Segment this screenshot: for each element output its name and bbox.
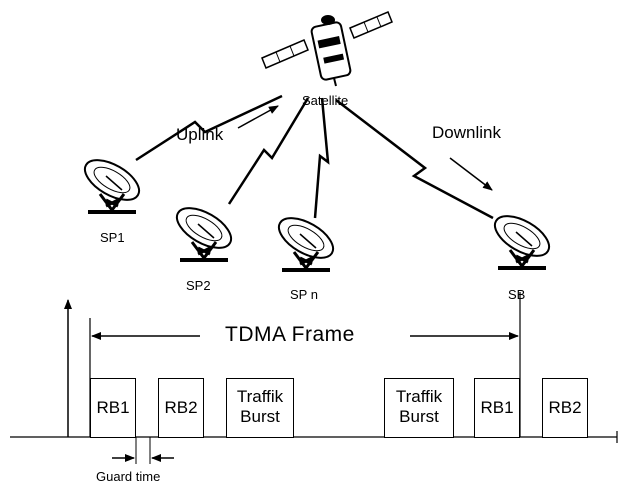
burst-label-line2: Burst [240,407,280,426]
burst-box-rb1-first: RB1 [90,378,136,438]
burst-box-traffic-second: Traffik Burst [384,378,454,438]
burst-label-line2: Burst [399,407,439,426]
dish-antenna-sp2 [175,207,233,262]
burst-label: RB2 [164,398,198,417]
burst-label: RB1 [480,398,514,417]
uplink-bolt-sp1 [135,94,283,162]
downlink-label: Downlink [432,123,501,142]
uplink-arrow [237,105,279,129]
burst-label-line1: Traffik [395,387,443,406]
burst-box-rb1-second: RB1 [474,378,520,438]
satellite-icon [261,11,393,87]
dish-antenna-sp1 [83,159,141,214]
downlink-arrow [449,157,493,191]
uplink-bolt-spn [313,97,330,219]
signal-links [135,94,494,220]
burst-label: RB1 [96,398,130,417]
tdma-frame-title: TDMA Frame [225,323,355,346]
burst-label-line1: Traffik [236,387,284,406]
burst-box-traffic-first: Traffik Burst [226,378,294,438]
station-label-sp2: SP2 [186,278,211,293]
dish-antenna-sb [493,215,551,270]
guard-time-label: Guard time [96,469,161,484]
dish-antenna-spn [277,217,335,272]
uplink-label: Uplink [176,125,224,144]
burst-box-rb2-second: RB2 [542,378,588,438]
station-label-spn: SP n [290,287,318,302]
downlink-bolt-sb [335,99,494,220]
burst-label: RB2 [548,398,582,417]
burst-box-rb2-first: RB2 [158,378,204,438]
satellite-label: Satellite [302,93,349,108]
station-label-sp1: SP1 [100,230,125,245]
station-label-sb: SB [508,287,526,302]
uplink-bolt-sp2 [227,97,310,205]
